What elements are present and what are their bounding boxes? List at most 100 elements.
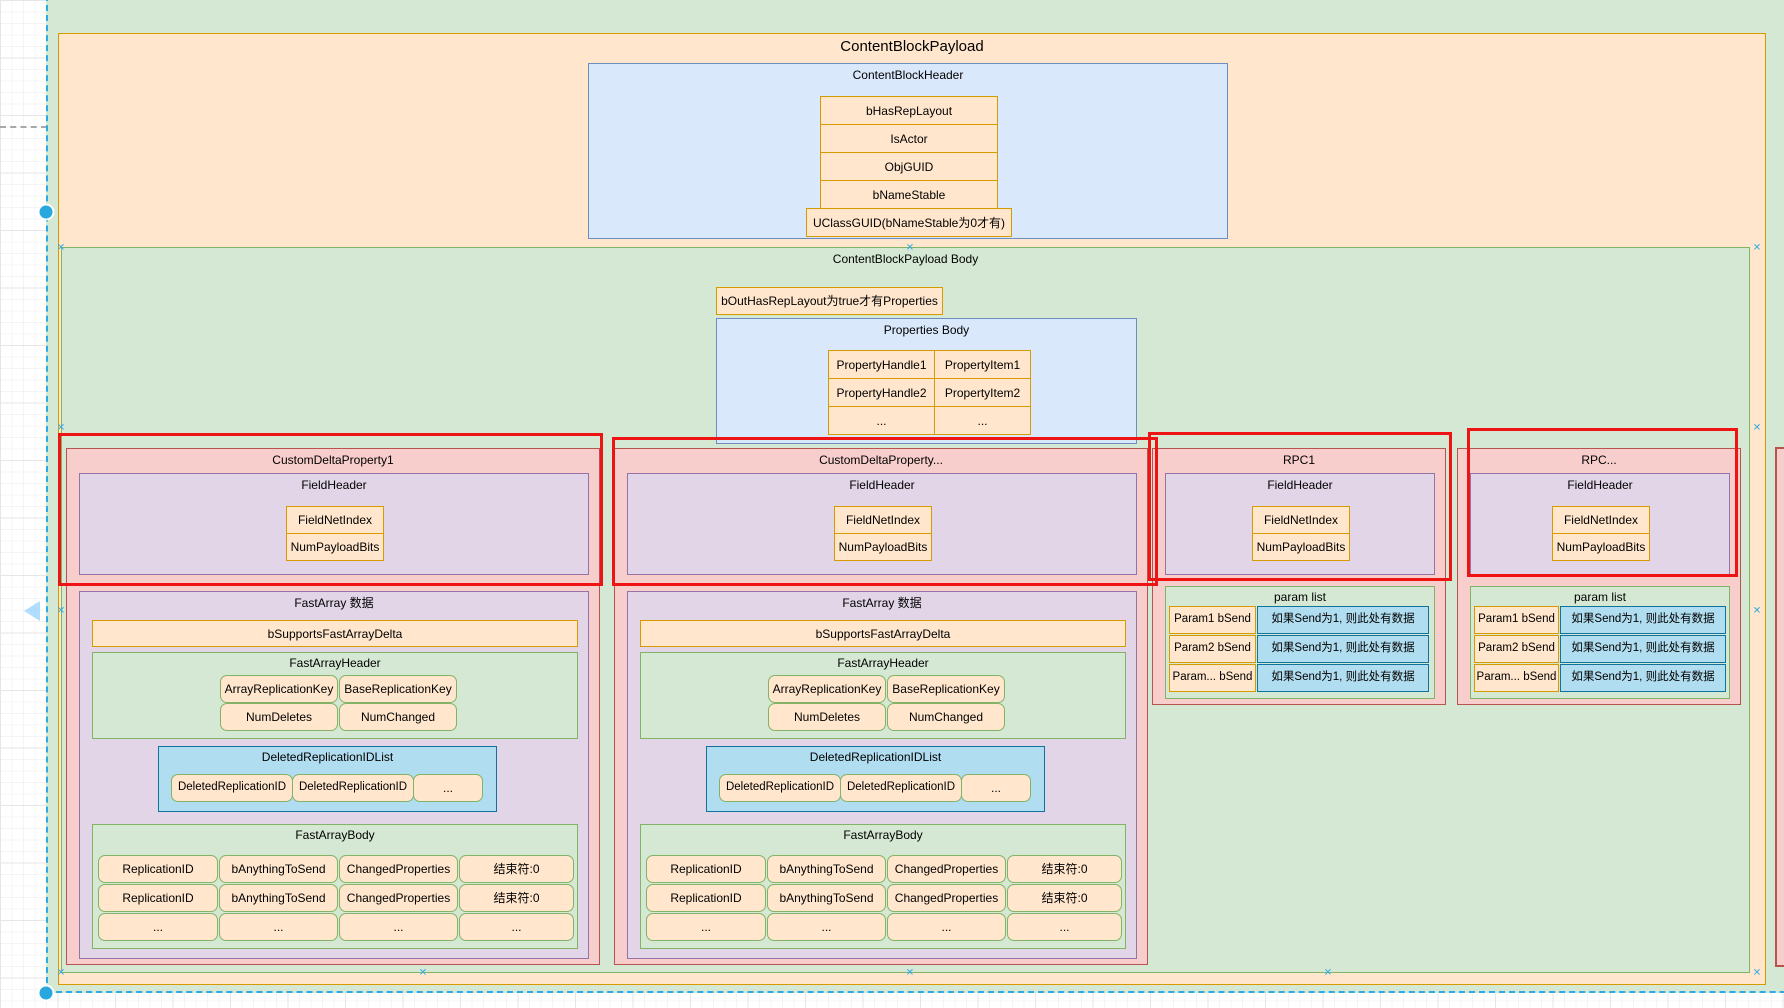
deleted-replication-id-list-box[interactable]: DeletedReplicationIDList DeletedReplicat… (706, 746, 1045, 812)
property-cell[interactable]: PropertyHandle1 (828, 350, 935, 379)
deleted-id-cell[interactable]: DeletedReplicationID (292, 774, 414, 802)
fast-array-body-box[interactable]: FastArrayBody ReplicationID bAnythingToS… (92, 824, 578, 949)
field-header-row[interactable]: FieldNetIndex (834, 506, 932, 534)
clipped-box-right-edge[interactable] (1775, 447, 1784, 967)
deleted-replication-id-list-box[interactable]: DeletedReplicationIDList DeletedReplicat… (158, 746, 497, 812)
param-data-cell[interactable]: 如果Send为1, 则此处有数据 (1257, 606, 1429, 634)
fast-array-header-cell[interactable]: NumChanged (339, 703, 457, 731)
deleted-id-cell[interactable]: ... (413, 774, 483, 802)
field-header-box[interactable]: FieldHeader FieldNetIndex NumPayloadBits (79, 473, 589, 575)
fast-array-body-cell[interactable]: bAnythingToSend (219, 855, 338, 883)
fast-array-body-cell[interactable]: ... (219, 913, 338, 941)
param-list-box[interactable]: param list Param1 bSend 如果Send为1, 则此处有数据… (1470, 586, 1730, 699)
field-header-box[interactable]: FieldHeader FieldNetIndex NumPayloadBits (1470, 473, 1730, 575)
property-cell[interactable]: ... (934, 406, 1031, 435)
fast-array-body-title: FastArrayBody (843, 828, 923, 842)
header-row[interactable]: IsActor (820, 124, 998, 153)
fast-array-body-cell[interactable]: ReplicationID (98, 884, 218, 912)
param-data-cell[interactable]: 如果Send为1, 则此处有数据 (1560, 635, 1726, 663)
fast-array-header-cell[interactable]: NumChanged (887, 703, 1005, 731)
fast-array-body-cell[interactable]: 结束符:0 (459, 855, 574, 883)
header-row[interactable]: UClassGUID(bNameStable为0才有) (806, 208, 1012, 237)
fast-array-body-cell[interactable]: ChangedProperties (339, 855, 458, 883)
fast-array-body-cell[interactable]: ChangedProperties (887, 855, 1006, 883)
fast-array-body-cell[interactable]: ... (98, 913, 218, 941)
rpc-1-box[interactable]: RPC1 FieldHeader FieldNetIndex NumPayloa… (1152, 448, 1446, 705)
fast-array-body-cell[interactable]: ChangedProperties (339, 884, 458, 912)
property-cell[interactable]: ... (828, 406, 935, 435)
supports-fast-array-delta[interactable]: bSupportsFastArrayDelta (640, 620, 1126, 647)
field-header-box[interactable]: FieldHeader FieldNetIndex NumPayloadBits (627, 473, 1137, 575)
field-header-row[interactable]: NumPayloadBits (286, 533, 384, 561)
rpc-2-box[interactable]: RPC... FieldHeader FieldNetIndex NumPayl… (1457, 448, 1741, 705)
fast-array-body-cell[interactable]: 结束符:0 (1007, 884, 1122, 912)
param-send-cell[interactable]: Param2 bSend (1169, 635, 1256, 663)
deleted-id-cell[interactable]: ... (961, 774, 1031, 802)
property-cell[interactable]: PropertyHandle2 (828, 378, 935, 407)
deleted-id-cell[interactable]: DeletedReplicationID (840, 774, 962, 802)
selection-handle[interactable] (39, 205, 53, 219)
custom-delta-property-2-box[interactable]: CustomDeltaProperty... FieldHeader Field… (614, 448, 1148, 965)
deleted-id-cell[interactable]: DeletedReplicationID (171, 774, 293, 802)
content-block-header-box[interactable]: ContentBlockHeader bHasRepLayout IsActor… (588, 63, 1228, 239)
param-data-cell[interactable]: 如果Send为1, 则此处有数据 (1257, 635, 1429, 663)
header-row[interactable]: bNameStable (820, 180, 998, 209)
fast-array-header-cell[interactable]: ArrayReplicationKey (220, 675, 338, 703)
fast-array-header-box[interactable]: FastArrayHeader ArrayReplicationKey Base… (640, 652, 1126, 739)
fast-array-body-cell[interactable]: 结束符:0 (459, 884, 574, 912)
field-header-row[interactable]: FieldNetIndex (1552, 506, 1650, 534)
properties-body-title: Properties Body (883, 323, 970, 337)
deleted-list-title: DeletedReplicationIDList (261, 750, 394, 764)
fast-array-box[interactable]: FastArray 数据 bSupportsFastArrayDelta Fas… (79, 591, 589, 959)
fast-array-header-cell[interactable]: NumDeletes (768, 703, 886, 731)
fast-array-header-box[interactable]: FastArrayHeader ArrayReplicationKey Base… (92, 652, 578, 739)
fast-array-body-cell[interactable]: ReplicationID (646, 855, 766, 883)
fast-array-body-cell[interactable]: ... (459, 913, 574, 941)
fast-array-body-cell[interactable]: ... (646, 913, 766, 941)
selection-handle[interactable] (39, 986, 53, 1000)
property-cell[interactable]: PropertyItem1 (934, 350, 1031, 379)
param-send-cell[interactable]: Param... bSend (1169, 664, 1256, 692)
field-header-title: FieldHeader (1267, 478, 1333, 492)
param-send-cell[interactable]: Param2 bSend (1474, 635, 1559, 663)
fast-array-body-cell[interactable]: ... (767, 913, 886, 941)
fast-array-body-cell[interactable]: 结束符:0 (1007, 855, 1122, 883)
custom-delta-property-1-box[interactable]: CustomDeltaProperty1 FieldHeader FieldNe… (66, 448, 600, 965)
field-header-row[interactable]: NumPayloadBits (1552, 533, 1650, 561)
fast-array-body-box[interactable]: FastArrayBody ReplicationID bAnythingToS… (640, 824, 1126, 949)
fast-array-body-cell[interactable]: ... (339, 913, 458, 941)
fast-array-body-cell[interactable]: ReplicationID (98, 855, 218, 883)
field-header-row[interactable]: NumPayloadBits (1252, 533, 1350, 561)
fast-array-header-cell[interactable]: BaseReplicationKey (339, 675, 457, 703)
fast-array-body-cell[interactable]: bAnythingToSend (767, 855, 886, 883)
param-data-cell[interactable]: 如果Send为1, 则此处有数据 (1560, 664, 1726, 692)
field-header-row[interactable]: NumPayloadBits (834, 533, 932, 561)
field-header-row[interactable]: FieldNetIndex (286, 506, 384, 534)
header-row[interactable]: ObjGUID (820, 152, 998, 181)
field-header-box[interactable]: FieldHeader FieldNetIndex NumPayloadBits (1165, 473, 1435, 575)
fast-array-body-cell[interactable]: bAnythingToSend (219, 884, 338, 912)
param-send-cell[interactable]: Param1 bSend (1474, 606, 1559, 634)
param-data-cell[interactable]: 如果Send为1, 则此处有数据 (1560, 606, 1726, 634)
properties-body-box[interactable]: Properties Body PropertyHandle1 Property… (716, 318, 1137, 444)
header-row[interactable]: bHasRepLayout (820, 96, 998, 125)
param-data-cell[interactable]: 如果Send为1, 则此处有数据 (1257, 664, 1429, 692)
deleted-id-cell[interactable]: DeletedReplicationID (719, 774, 841, 802)
property-cell[interactable]: PropertyItem2 (934, 378, 1031, 407)
field-header-row[interactable]: FieldNetIndex (1252, 506, 1350, 534)
fast-array-body-cell[interactable]: ... (1007, 913, 1122, 941)
fast-array-body-cell[interactable]: bAnythingToSend (767, 884, 886, 912)
fast-array-header-cell[interactable]: BaseReplicationKey (887, 675, 1005, 703)
fast-array-body-cell[interactable]: ReplicationID (646, 884, 766, 912)
param-send-cell[interactable]: Param... bSend (1474, 664, 1559, 692)
fast-array-header-cell[interactable]: ArrayReplicationKey (768, 675, 886, 703)
fast-array-body-cell[interactable]: ChangedProperties (887, 884, 1006, 912)
fast-array-header-cell[interactable]: NumDeletes (220, 703, 338, 731)
rep-layout-note[interactable]: bOutHasRepLayout为true才有Properties (716, 287, 943, 315)
param-send-cell[interactable]: Param1 bSend (1169, 606, 1256, 634)
fast-array-body-cell[interactable]: ... (887, 913, 1006, 941)
fast-array-box[interactable]: FastArray 数据 bSupportsFastArrayDelta Fas… (627, 591, 1137, 959)
supports-fast-array-delta[interactable]: bSupportsFastArrayDelta (92, 620, 578, 647)
param-list-box[interactable]: param list Param1 bSend 如果Send为1, 则此处有数据… (1165, 586, 1435, 699)
